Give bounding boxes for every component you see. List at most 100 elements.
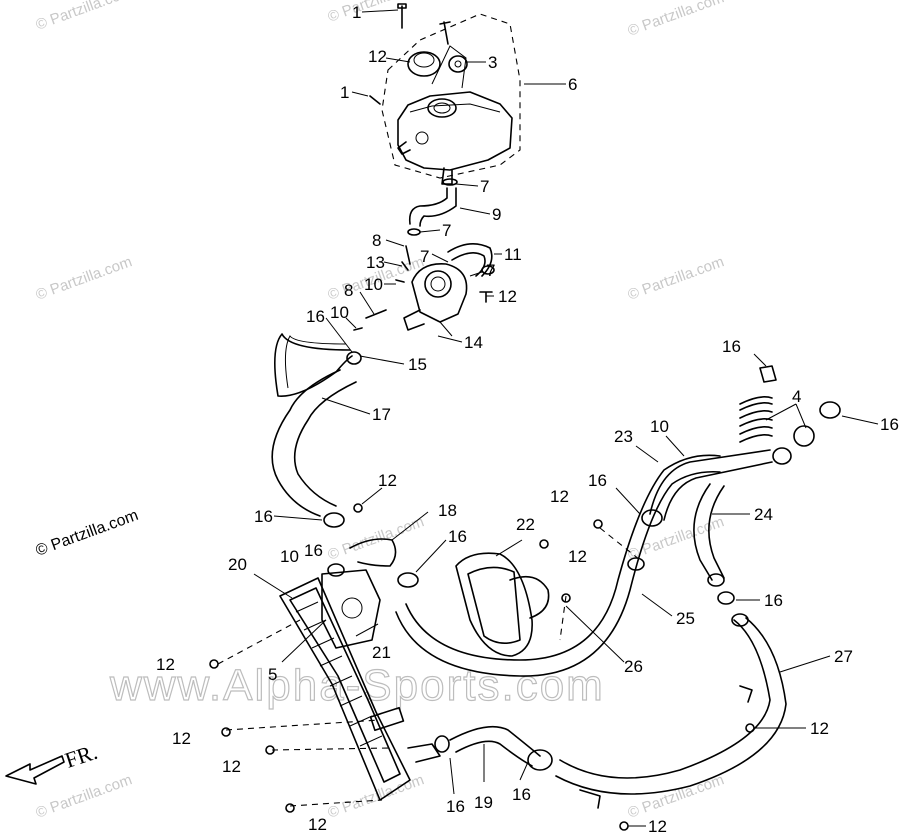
callout-label: 18 bbox=[438, 501, 457, 520]
reservoir-filler-neck bbox=[427, 98, 457, 118]
clamp-16 bbox=[346, 351, 362, 365]
bolt-8 bbox=[405, 245, 411, 265]
callout-label: 16 bbox=[304, 541, 323, 560]
grommet bbox=[448, 55, 468, 73]
callout-label: 1 bbox=[352, 3, 361, 22]
callout-label: 9 bbox=[492, 205, 501, 224]
callout-label: 17 bbox=[372, 405, 391, 424]
hose-24-group bbox=[693, 483, 735, 605]
fan-motor-group bbox=[455, 552, 550, 657]
leader-line bbox=[351, 91, 369, 97]
hose-27 bbox=[559, 619, 771, 779]
bolt-12 bbox=[593, 519, 603, 529]
radiator-frame bbox=[289, 587, 401, 783]
front-direction-label: FR. bbox=[62, 739, 101, 773]
leader-line bbox=[253, 573, 293, 599]
hose-27-group bbox=[555, 613, 787, 809]
watermark-alpha-sports: www.Alpha-Sports.com bbox=[109, 661, 605, 710]
radiator-tank-bottom bbox=[369, 706, 405, 732]
reservoir-tank bbox=[397, 91, 513, 171]
hose-end bbox=[707, 573, 725, 587]
thermostat-cap-inner bbox=[430, 276, 446, 292]
clamp-16 bbox=[434, 735, 450, 753]
callout-label: 15 bbox=[408, 355, 427, 374]
hose-9 bbox=[408, 187, 448, 225]
callout-label: 20 bbox=[228, 555, 247, 574]
fan-hub bbox=[341, 597, 363, 619]
hose-19-group bbox=[434, 725, 553, 771]
callout-label: 7 bbox=[442, 221, 451, 240]
leader-line bbox=[385, 239, 405, 247]
leader-line bbox=[495, 539, 523, 557]
callout-label: 10 bbox=[280, 547, 299, 566]
bolt-head bbox=[397, 3, 407, 9]
leader-line bbox=[449, 757, 455, 795]
hose-19 bbox=[449, 725, 541, 757]
callout-label: 5 bbox=[268, 665, 277, 684]
washer-10 bbox=[395, 279, 405, 283]
hose-18 bbox=[349, 538, 397, 567]
callout-label: 11 bbox=[504, 245, 522, 264]
callout-label: 13 bbox=[366, 253, 385, 272]
leader-line bbox=[665, 435, 685, 457]
callout-label: 12 bbox=[222, 757, 241, 776]
fan-motor-housing bbox=[455, 552, 533, 657]
bolt-12 bbox=[619, 821, 629, 831]
thermostat-cap bbox=[424, 270, 452, 298]
front-direction-indicator: FR. bbox=[5, 739, 101, 785]
hose-15 bbox=[274, 333, 353, 397]
clamp-16 bbox=[397, 572, 419, 588]
callout-label: 3 bbox=[488, 53, 497, 72]
callout-label: 16 bbox=[588, 471, 607, 490]
clamp-16 bbox=[717, 591, 735, 605]
hose-27-outer bbox=[555, 617, 787, 795]
bolt-12 bbox=[745, 723, 755, 733]
bolt bbox=[369, 95, 381, 105]
leader-line bbox=[459, 207, 491, 215]
callout-label: 23 bbox=[614, 427, 633, 446]
reservoir-cap bbox=[407, 51, 441, 77]
fasteners-group bbox=[209, 503, 755, 831]
hose-9-group bbox=[407, 178, 458, 236]
clamp-16 bbox=[327, 563, 345, 577]
hose-23 bbox=[649, 449, 771, 515]
reservoir-cap-top bbox=[413, 52, 435, 68]
callout-label: 22 bbox=[516, 515, 535, 534]
leader-line bbox=[289, 799, 383, 807]
bolt-12 bbox=[265, 745, 275, 755]
clamp-16 bbox=[323, 512, 345, 528]
hose-17 bbox=[271, 369, 341, 517]
reservoir-neck-inner bbox=[433, 102, 451, 114]
hose-15-inner bbox=[284, 335, 347, 389]
reservoir-grommet bbox=[415, 131, 429, 145]
hose-18-group bbox=[327, 538, 419, 588]
callout-label: 16 bbox=[880, 415, 899, 434]
leader-line bbox=[271, 747, 391, 751]
long-hose-group bbox=[395, 447, 792, 677]
thermostat-housing bbox=[411, 263, 468, 323]
assembly-outline bbox=[381, 13, 521, 179]
watermark-partzilla: © Partzilla.com bbox=[326, 0, 427, 26]
hose-24-outer bbox=[708, 485, 725, 579]
hose-15-group bbox=[274, 333, 362, 397]
leader-line bbox=[325, 317, 353, 353]
callout-label: 12 bbox=[368, 47, 387, 66]
leader-line bbox=[765, 403, 807, 429]
hose-25 bbox=[405, 454, 721, 661]
clamp-16 bbox=[627, 557, 645, 571]
hose-end bbox=[731, 613, 749, 627]
leader-line bbox=[437, 321, 463, 343]
leader-line bbox=[779, 655, 831, 673]
clamp-7 bbox=[407, 228, 421, 236]
callout-label: 10 bbox=[364, 275, 383, 294]
leader-line bbox=[359, 355, 405, 365]
leader-line bbox=[635, 445, 659, 463]
callout-label: 16 bbox=[764, 591, 783, 610]
bolt-12 bbox=[539, 539, 549, 549]
clamp-16 bbox=[759, 365, 777, 383]
clamp-16 bbox=[527, 749, 553, 771]
callout-label: 12 bbox=[378, 471, 397, 490]
leader-line bbox=[345, 317, 357, 329]
radiator-outlet bbox=[407, 743, 441, 763]
